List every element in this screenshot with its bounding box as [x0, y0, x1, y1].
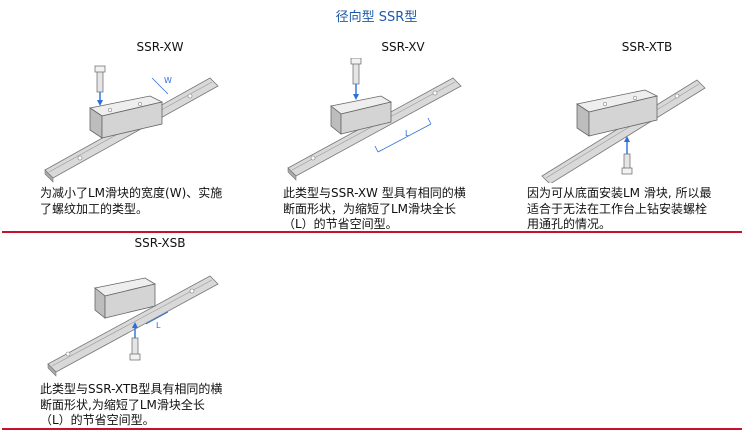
- description-line: 适合于无法在工作台上钻安装螺栓: [527, 201, 708, 216]
- product-name: SSR-XTB: [621, 40, 673, 54]
- page-title: 径向型 SSR型: [335, 10, 418, 25]
- product-illustration: W: [44, 65, 219, 183]
- section-divider: [2, 428, 742, 430]
- dimension-label: L: [405, 129, 410, 138]
- dimension-label: W: [164, 76, 172, 85]
- product-name: SSR-XV: [381, 40, 425, 54]
- product-description: 此类型与SSR-XW 型具有相同的横 断面形状，为缩短了LM滑块全长 （L）的节…: [283, 186, 523, 233]
- product-description: 为减小了LM滑块的宽度(W)、实施 了螺纹加工的类型。: [40, 186, 280, 217]
- product-description: 因为可从底面安装LM 滑块, 所以最 适合于无法在工作台上钻安装螺栓 用通孔的情…: [527, 186, 753, 233]
- description-line: （L）的节省空间型。: [283, 217, 398, 231]
- product-ssr-xtb: SSR-XTB 因为可从底面安装LM 滑块, 所以最 适合于无法在工作台上钻安装…: [527, 40, 753, 231]
- description-line: 断面形状,为缩短了LM滑块全长: [40, 397, 205, 412]
- product-description: 此类型与SSR-XTB型具有相同的横 断面形状,为缩短了LM滑块全长 （L）的节…: [40, 382, 280, 429]
- description-line: 为减小了LM滑块的宽度(W)、实施: [40, 186, 223, 200]
- product-name: SSR-XW: [136, 40, 184, 54]
- product-ssr-xw: SSR-XW W 为减小了LM滑块的宽度(W)、实施 了螺纹加工的类型。: [40, 40, 280, 226]
- product-illustration: L: [287, 58, 462, 181]
- product-name: SSR-XSB: [134, 236, 186, 250]
- product-illustration: L: [47, 275, 219, 377]
- product-ssr-xv: SSR-XV L 此类型与SSR-XW 型具有相同的横 断面形状，为缩短了LM滑…: [283, 40, 523, 231]
- dimension-label: L: [156, 321, 161, 330]
- description-line: （L）的节省空间型。: [40, 413, 155, 427]
- product-ssr-xsb: SSR-XSB L 此类型与SSR-XTB型具有相同的横 断面形状,为缩短了LM…: [40, 236, 280, 427]
- description-line: 用通孔的情况。: [527, 217, 612, 231]
- product-illustration: [541, 79, 706, 183]
- description-line: 因为可从底面安装LM 滑块, 所以最: [527, 186, 712, 200]
- section-divider: [2, 231, 742, 233]
- description-line: 了螺纹加工的类型。: [40, 201, 149, 216]
- description-line: 此类型与SSR-XTB型具有相同的横: [40, 382, 223, 396]
- description-line: 断面形状，为缩短了LM滑块全长: [283, 201, 457, 216]
- description-line: 此类型与SSR-XW 型具有相同的横: [283, 186, 466, 200]
